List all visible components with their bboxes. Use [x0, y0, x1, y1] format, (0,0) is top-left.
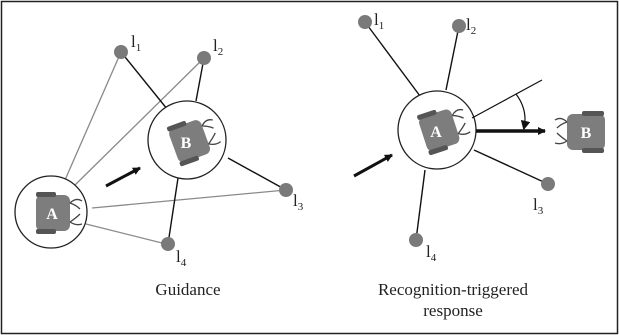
robot-ra-icon: [417, 108, 471, 156]
recognition-caption-line2: response: [423, 301, 482, 320]
link-b-l4: [167, 177, 179, 245]
recognition-panel: A B l1 l2 l3 l4 Recognition-triggered re…: [353, 10, 605, 320]
link-ra-l2: [445, 25, 460, 91]
landmark-r-l3-label: l3: [533, 195, 544, 217]
link-a-l3: [91, 189, 287, 209]
landmark-l3-label: l3: [293, 191, 304, 213]
landmark-r-l2-label: l2: [466, 15, 476, 37]
landmark-l4: [161, 237, 175, 251]
link-ra-l4: [415, 169, 426, 241]
landmark-l2-label: l2: [213, 36, 223, 58]
landmark-r-l2: [452, 19, 466, 33]
link-ra-l3: [473, 149, 549, 185]
link-a-l4: [85, 223, 167, 245]
landmark-l4-label: l4: [176, 247, 187, 269]
motion-arrow: [105, 166, 141, 188]
link-ra-l1: [364, 21, 421, 97]
landmark-r-l3: [541, 177, 555, 191]
landmark-r-l4: [409, 233, 423, 247]
link-a-l1: [64, 51, 122, 181]
heading-line: [471, 79, 543, 119]
robot-a-label: A: [46, 206, 58, 223]
recognition-caption-line1: Recognition-triggered: [378, 280, 529, 299]
turn-angle-arc: [515, 93, 531, 131]
robot-ra-label: A: [430, 124, 442, 141]
robot-b-icon: [166, 119, 221, 167]
landmark-r-l1: [358, 15, 372, 29]
landmark-l2: [197, 51, 211, 65]
landmark-l1-label: l1: [131, 32, 141, 54]
robot-rb-icon: [554, 111, 605, 153]
landmark-l1: [114, 45, 128, 59]
incoming-arrow: [353, 153, 393, 178]
landmark-r-l4-label: l4: [426, 242, 437, 264]
robot-rb-label: B: [581, 125, 592, 142]
link-b-l2: [195, 57, 205, 102]
guidance-panel: A B l1 l2 l3 l4 Guidance: [14, 32, 304, 299]
robot-a-icon: [36, 192, 83, 234]
landmark-l3: [279, 183, 293, 197]
robot-b-label: B: [181, 135, 192, 152]
landmark-r-l1-label: l1: [374, 10, 384, 32]
link-b-l3: [227, 157, 287, 191]
link-a-l2: [73, 57, 205, 187]
guidance-caption: Guidance: [155, 280, 220, 299]
